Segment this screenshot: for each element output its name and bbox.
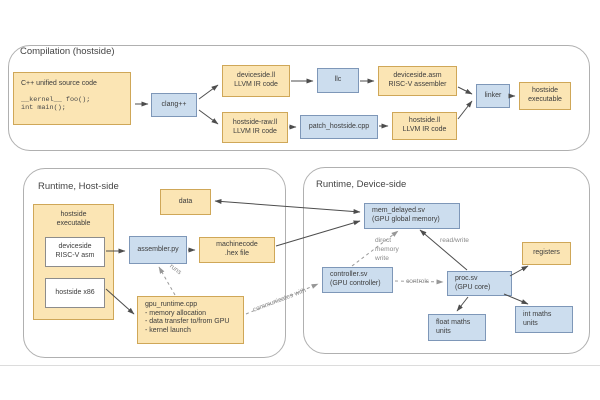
deviceside-riscv-asm-box: deviceside RISC-V asm [45, 237, 105, 267]
hostside-x86-box: hostside x86 [45, 278, 105, 308]
linker-box: linker [476, 84, 510, 108]
controller-sv-box: controller.sv (GPU controller) [322, 267, 393, 293]
cpp-source-code: __kernel__ foo(); int main(); [21, 95, 91, 113]
hostside-raw-ll-box: hostside-raw.ll LLVM IR code [222, 112, 288, 143]
mem-delayed-box: mem_delayed.sv (GPU global memory) [364, 203, 460, 229]
clang-box: clang++ [151, 93, 197, 117]
edge-label-read-write: read/write [440, 237, 469, 244]
int-maths-units-box: int maths units [515, 306, 573, 333]
llc-box: llc [317, 68, 359, 93]
hostside-executable-box: hostside executable [519, 82, 571, 110]
cpp-source-box: C++ unified source code __kernel__ foo()… [13, 72, 131, 125]
gpu-runtime-cpp-box: gpu_runtime.cpp - memory allocation - da… [137, 296, 244, 344]
cpp-source-title: C++ unified source code [21, 80, 97, 87]
registers-box: registers [522, 242, 571, 265]
runtime-device-title: Runtime, Device-side [316, 179, 407, 190]
float-maths-units-box: float maths units [428, 314, 486, 341]
page-rule [0, 365, 600, 366]
runtime-host-title: Runtime, Host-side [38, 181, 119, 192]
deviceside-asm-box: deviceside.asm RISC-V assembler [378, 66, 457, 96]
edge-label-direct-memory-write: direct memory write [375, 237, 399, 262]
assembler-py-box: assembler.py [129, 236, 187, 264]
compilation-title: Compilation (hostside) [20, 46, 115, 57]
patch-hostside-box: patch_hostside.cpp [300, 115, 378, 139]
edge-label-controls: controls [406, 278, 430, 285]
deviceside-ll-box: deviceside.ll LLVM IR code [222, 65, 290, 97]
data-box: data [160, 189, 211, 215]
proc-sv-box: proc.sv (GPU core) [447, 271, 512, 296]
machinecode-hex-box: machinecode .hex file [199, 237, 275, 263]
hostside-ll-box: hostside.ll LLVM IR code [392, 112, 457, 140]
